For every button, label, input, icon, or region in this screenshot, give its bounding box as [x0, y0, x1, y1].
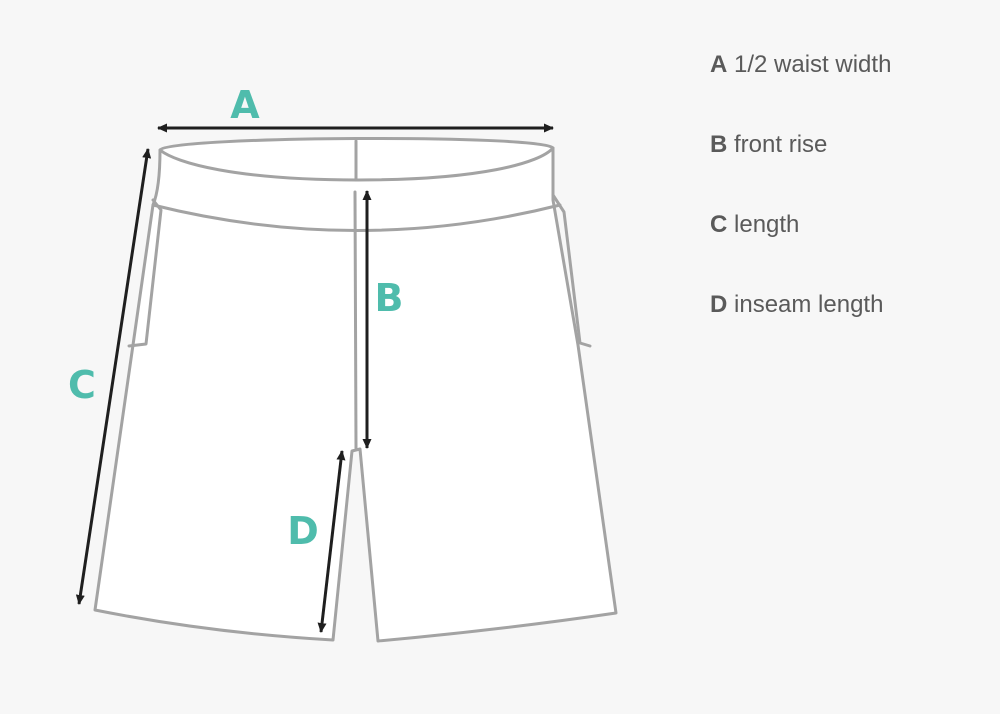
legend-key: B — [710, 131, 728, 158]
legend-key: D — [710, 291, 728, 318]
legend-label: inseam length — [734, 291, 884, 318]
shorts-garment — [93, 136, 618, 643]
legend-key: C — [710, 211, 728, 238]
legend-item-b: B front rise — [710, 130, 891, 210]
legend-item-a: A 1/2 waist width — [710, 50, 891, 130]
legend-item-c: C length — [710, 210, 891, 290]
legend-label: 1/2 waist width — [734, 51, 892, 78]
dimension-letter-b: B — [375, 276, 404, 320]
dimension-letters: A B C D — [68, 83, 403, 553]
waistband-seam — [151, 203, 562, 232]
legend-item-d: D inseam length — [710, 290, 891, 370]
arrow-d-inseam-length — [317, 450, 346, 633]
legend-label: front rise — [734, 131, 828, 158]
arrow-c-length — [75, 148, 152, 605]
right-pocket-seam — [551, 193, 592, 348]
measurement-legend: A 1/2 waist width B front rise C length … — [710, 50, 891, 370]
dimension-letter-d: D — [287, 509, 319, 553]
measurement-arrows — [75, 123, 554, 633]
legend-key: A — [710, 51, 728, 78]
fly-seam — [353, 190, 358, 450]
dimension-letter-c: C — [68, 363, 96, 407]
legend-label: length — [734, 211, 800, 238]
dimension-letter-a: A — [230, 83, 260, 127]
